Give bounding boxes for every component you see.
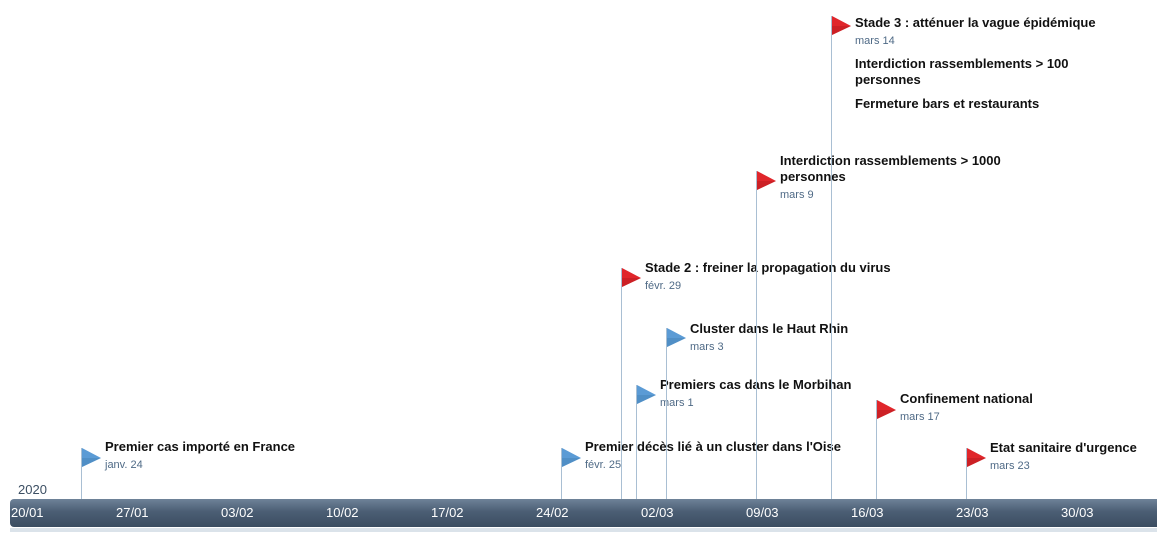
red-flag-icon (832, 16, 852, 36)
milestone-title: Premiers cas dans le Morbihan (660, 377, 852, 392)
milestone-title: Etat sanitaire d'urgence (990, 440, 1137, 455)
blue-flag-icon (637, 385, 657, 405)
milestone-stem (666, 328, 667, 499)
milestone-stem (756, 171, 757, 499)
milestone-date: mars 1 (660, 397, 694, 409)
axis-tick-label: 02/03 (641, 505, 674, 520)
milestone-date: mars 3 (690, 341, 724, 353)
axis-tick-label: 10/02 (326, 505, 359, 520)
red-flag-icon (967, 448, 987, 468)
milestone-title: Premier décès lié à un cluster dans l'Oi… (585, 439, 841, 454)
milestone-note: Interdiction rassemblements > 100 person… (855, 56, 1069, 87)
milestone-label: Etat sanitaire d'urgence mars 23 (990, 440, 1137, 473)
milestone-stem (876, 400, 877, 499)
milestone-date: mars 14 (855, 35, 895, 47)
blue-flag-icon (562, 448, 582, 468)
milestone-stem (636, 385, 637, 499)
axis-tick-label: 20/01 (11, 505, 44, 520)
axis-tick-label: 03/02 (221, 505, 254, 520)
year-label: 2020 (18, 482, 47, 497)
milestone-stem (966, 448, 967, 499)
milestone-date: févr. 29 (645, 280, 682, 292)
milestone-label: Premier cas importé en France janv. 24 (105, 439, 295, 472)
milestone-stem (81, 448, 82, 499)
milestone-stem (561, 448, 562, 499)
blue-flag-icon (667, 328, 687, 348)
milestone-title: Premier cas importé en France (105, 439, 296, 454)
axis-shadow (10, 528, 1157, 532)
milestone-label: Premier décès lié à un cluster dans l'Oi… (585, 439, 841, 472)
axis-tick-label: 24/02 (536, 505, 569, 520)
milestone-stem (621, 268, 622, 499)
axis-tick-label: 23/03 (956, 505, 989, 520)
red-flag-icon (622, 268, 642, 288)
timeline-axis: 20/01 27/01 03/02 10/02 17/02 24/02 02/03 09/03… (10, 499, 1157, 527)
milestone-date: mars 17 (900, 411, 940, 423)
milestone-date: févr. 25 (585, 459, 622, 471)
blue-flag-icon (82, 448, 102, 468)
milestone-label: Confinement national mars 17 (900, 391, 1033, 424)
milestone-title: Stade 3 : atténuer la vague épidémique (855, 15, 1096, 30)
milestone-label: Interdiction rassemblements > 1000 perso… (780, 153, 1010, 202)
milestone-date: mars 9 (780, 189, 814, 201)
milestone-stem (831, 16, 832, 499)
milestone-title: Stade 2 : freiner la propagation du viru… (645, 260, 891, 275)
axis-tick-label: 09/03 (746, 505, 779, 520)
axis-tick-label: 30/03 (1061, 505, 1094, 520)
milestone-label: Stade 3 : atténuer la vague épidémique ma… (855, 15, 1096, 112)
milestone-date: mars 23 (990, 460, 1030, 472)
axis-tick-label: 17/02 (431, 505, 464, 520)
milestone-label: Cluster dans le Haut Rhin mars 3 (690, 321, 848, 354)
red-flag-icon (877, 400, 897, 420)
milestone-title: Confinement national (900, 391, 1033, 406)
red-flag-icon (757, 171, 777, 191)
milestone-title: Interdiction rassemblements > 1000 perso… (780, 153, 1001, 184)
axis-tick-label: 27/01 (116, 505, 149, 520)
milestone-note: Fermeture bars et restaurants (855, 96, 1040, 111)
milestone-label: Premiers cas dans le Morbihan mars 1 (660, 377, 851, 410)
milestone-title: Cluster dans le Haut Rhin (690, 321, 849, 336)
milestone-label: Stade 2 : freiner la propagation du viru… (645, 260, 891, 293)
axis-tick-label: 16/03 (851, 505, 884, 520)
milestone-date: janv. 24 (105, 459, 143, 471)
